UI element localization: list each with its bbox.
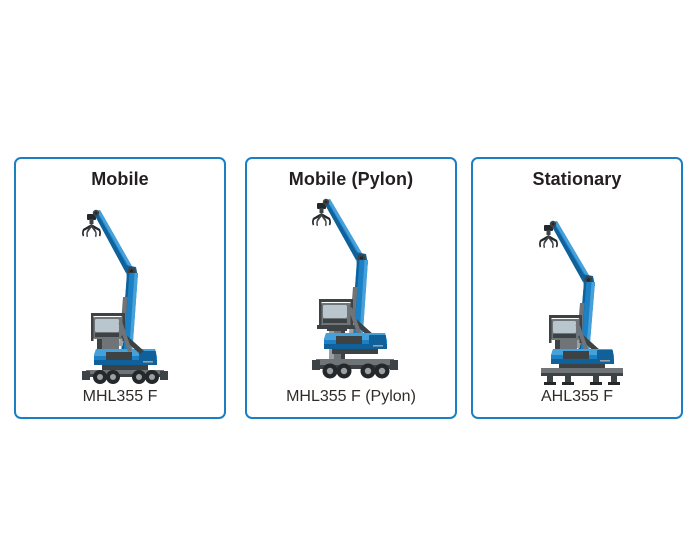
upperstructure [551, 349, 614, 364]
boom-support-linkage [348, 307, 374, 338]
wheels [322, 363, 390, 379]
card-title: Mobile [91, 169, 149, 189]
machine-illustration-mobile-pylon [247, 190, 455, 387]
product-card-stationary[interactable]: Stationary [471, 157, 683, 419]
product-card-mobile-pylon[interactable]: Mobile (Pylon) [245, 157, 457, 419]
stick-arm [92, 209, 133, 273]
operator-cab [91, 313, 125, 351]
wheels [93, 370, 159, 384]
stick-arm [322, 198, 363, 260]
card-caption: MHL355 F [82, 388, 158, 405]
card-caption: AHL355 F [540, 388, 614, 405]
card-title: Stationary [532, 169, 622, 189]
boom-support-linkage [575, 323, 601, 354]
grapple-icon [82, 214, 101, 238]
upperstructure [324, 333, 387, 349]
machine-illustration-stationary [473, 190, 681, 387]
grapple-icon [312, 203, 331, 227]
card-caption: MHL355 F (Pylon) [286, 388, 416, 405]
fixed-platform [541, 364, 623, 376]
grapple-icon [539, 225, 558, 249]
support-legs [544, 376, 620, 385]
machine-illustration-mobile [16, 190, 224, 387]
stick-arm [549, 220, 590, 282]
boom-support-linkage [118, 321, 144, 354]
card-title: Mobile (Pylon) [288, 169, 414, 189]
product-card-mobile[interactable]: Mobile [14, 157, 226, 419]
upperstructure [94, 349, 157, 365]
